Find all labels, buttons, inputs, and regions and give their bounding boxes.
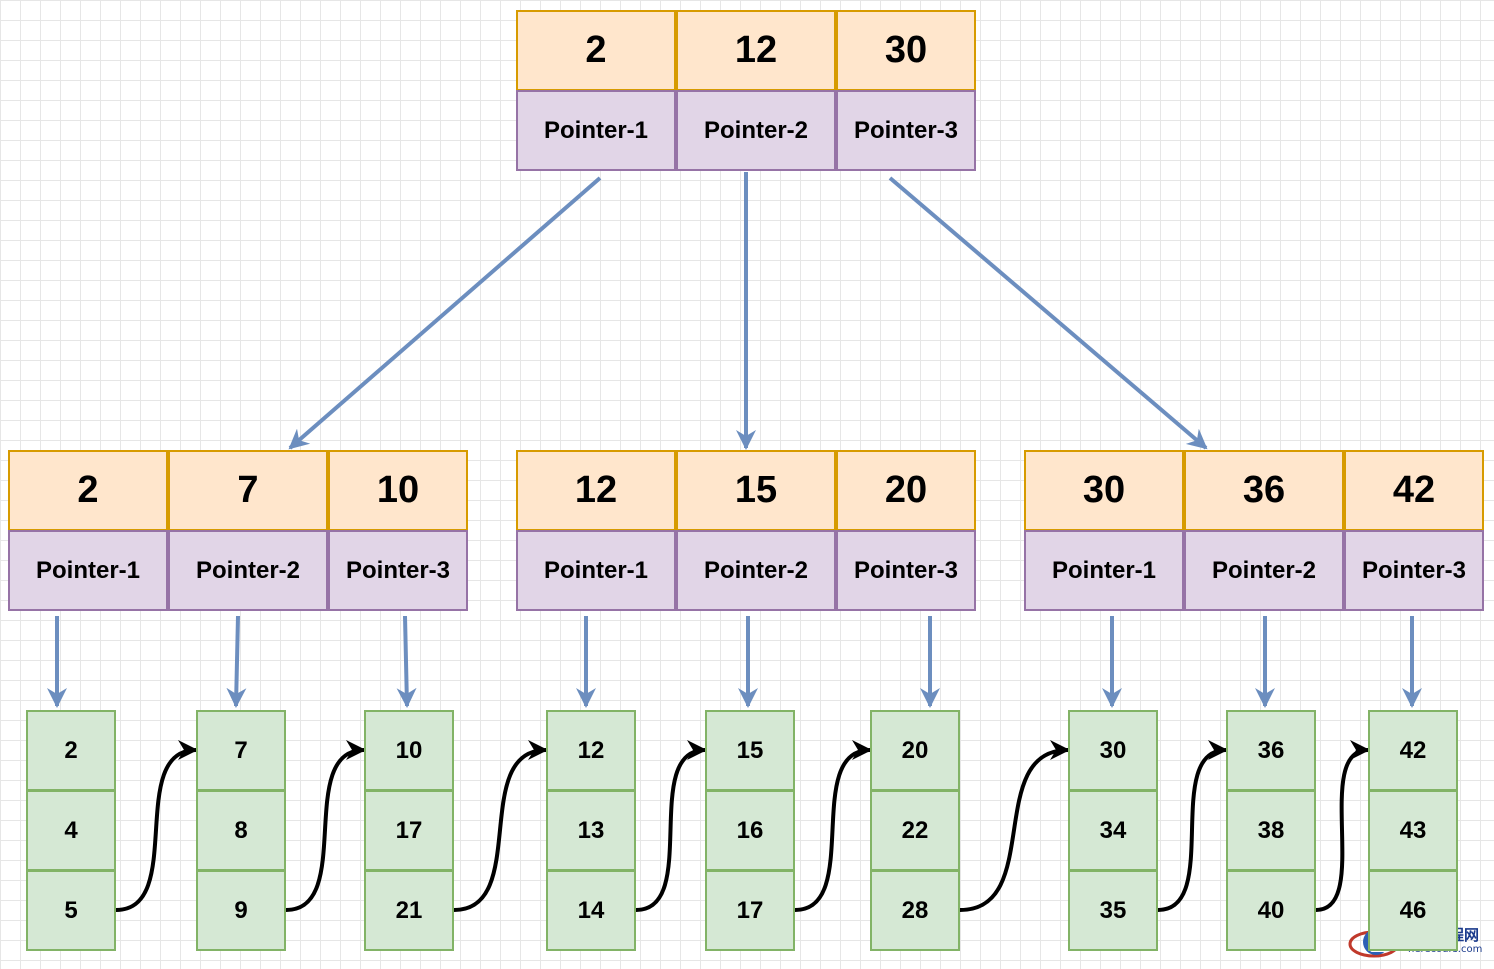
internal-node-3-key-2: 36 [1184,450,1344,531]
internal-node-1-pointer-1: Pointer-1 [8,530,168,611]
leaf-5-value-3: 17 [705,870,795,951]
leaf-4-value-2: 13 [546,790,636,871]
internal-node-1-key-2: 7 [168,450,328,531]
internal-node-2-key-1: 12 [516,450,676,531]
leaf-8-value-2: 38 [1226,790,1316,871]
leaf-1-value-2: 4 [26,790,116,871]
internal-node-1-key-3: 10 [328,450,468,531]
leaf-2-value-1: 7 [196,710,286,791]
internal-node-3-key-3: 42 [1344,450,1484,531]
leaf-5-value-2: 16 [705,790,795,871]
leaf-3-value-1: 10 [364,710,454,791]
leaf-pointer-arrow-3 [396,615,417,708]
leaf-7-value-3: 35 [1068,870,1158,951]
leaf-1-value-1: 2 [26,710,116,791]
leaf-2-value-2: 8 [196,790,286,871]
leaf-6-value-3: 28 [870,870,960,951]
root-node-key-3: 30 [836,10,976,91]
internal-node-2-key-3: 20 [836,450,976,531]
internal-node-1-pointer-2: Pointer-2 [168,530,328,611]
internal-node-2-key-2: 15 [676,450,836,531]
leaf-3-value-2: 17 [364,790,454,871]
leaf-7-value-2: 34 [1068,790,1158,871]
leaf-pointer-arrow-2 [226,615,247,708]
leaf-9-value-2: 43 [1368,790,1458,871]
internal-node-2-pointer-3: Pointer-3 [836,530,976,611]
root-node-pointer-3: Pointer-3 [836,90,976,171]
leaf-4-value-1: 12 [546,710,636,791]
internal-node-3-key-1: 30 [1024,450,1184,531]
leaf-5-value-1: 15 [705,710,795,791]
leaf-link-arrow-3 [453,740,548,912]
internal-node-2-pointer-2: Pointer-2 [676,530,836,611]
leaf-6-value-2: 22 [870,790,960,871]
leaf-1-value-3: 5 [26,870,116,951]
internal-node-3-pointer-2: Pointer-2 [1184,530,1344,611]
leaf-7-value-1: 30 [1068,710,1158,791]
internal-node-2-pointer-1: Pointer-1 [516,530,676,611]
leaf-2-value-3: 9 [196,870,286,951]
leaf-link-arrow-1 [115,740,198,912]
leaf-link-arrow-2 [285,740,366,912]
leaf-link-arrow-7 [1157,740,1228,912]
root-pointer-arrow-3 [888,176,1208,450]
leaf-3-value-3: 21 [364,870,454,951]
leaf-link-arrow-4 [635,740,707,912]
internal-node-3-pointer-3: Pointer-3 [1344,530,1484,611]
root-node-pointer-2: Pointer-2 [676,90,836,171]
root-node-pointer-1: Pointer-1 [516,90,676,171]
internal-node-1-pointer-3: Pointer-3 [328,530,468,611]
root-pointer-arrow-1 [288,176,602,450]
leaf-9-value-3: 46 [1368,870,1458,951]
leaf-link-arrow-8 [1315,740,1370,912]
leaf-9-value-1: 42 [1368,710,1458,791]
leaf-link-arrow-5 [794,740,872,912]
leaf-8-value-3: 40 [1226,870,1316,951]
internal-node-1-key-1: 2 [8,450,168,531]
internal-node-3-pointer-1: Pointer-1 [1024,530,1184,611]
leaf-6-value-1: 20 [870,710,960,791]
leaf-4-value-3: 14 [546,870,636,951]
leaf-8-value-1: 36 [1226,710,1316,791]
root-node-key-2: 12 [676,10,836,91]
root-node-key-1: 2 [516,10,676,91]
leaf-link-arrow-6 [959,740,1070,912]
